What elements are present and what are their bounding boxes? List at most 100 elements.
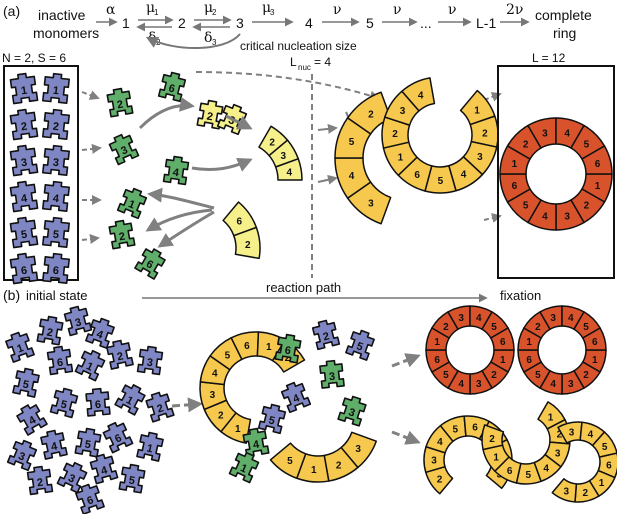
nucleus-piece: 6 — [157, 71, 187, 103]
segment-label: 3 — [550, 313, 556, 324]
monomer-piece: 5 — [49, 387, 79, 419]
segment-label: 1 — [311, 465, 317, 476]
segment-label: 2 — [491, 370, 497, 381]
delta-return-arrow — [145, 33, 241, 50]
segment-label: 3 — [477, 152, 483, 163]
svg-text:1: 1 — [124, 394, 135, 407]
ring-label: ring — [553, 25, 576, 41]
segment-label: 3 — [568, 379, 574, 390]
segment-label: 2 — [557, 429, 563, 440]
segment-label: 3 — [431, 456, 437, 467]
svg-text:1: 1 — [238, 462, 248, 475]
svg-text:5: 5 — [52, 229, 59, 242]
trimer: 234 — [258, 125, 303, 181]
segment-label: 2 — [535, 322, 541, 333]
svg-text:2: 2 — [46, 327, 54, 340]
monomer-piece: 6 — [42, 252, 70, 284]
monomer-piece: 1 — [5, 331, 35, 363]
svg-text:5: 5 — [59, 398, 68, 411]
segment-label: 1 — [266, 342, 272, 353]
segment-label: 1 — [493, 452, 499, 463]
ring-segment — [233, 226, 261, 260]
svg-text:3: 3 — [212, 38, 217, 47]
nucleus-piece: 2 — [106, 87, 134, 118]
monomer-pool-box — [3, 65, 79, 281]
svg-text:3: 3 — [17, 450, 27, 463]
segment-label: 2 — [582, 488, 588, 499]
monomer-piece: 2 — [311, 319, 341, 351]
monomer-piece: 2 — [26, 465, 54, 496]
nucleus-piece: 6 — [134, 248, 166, 280]
svg-text:6: 6 — [144, 258, 155, 271]
svg-text:1: 1 — [154, 8, 159, 17]
svg-text:2: 2 — [322, 330, 331, 343]
state-5: 5 — [366, 15, 374, 31]
ring-segment — [481, 424, 505, 451]
monomer-piece: 4 — [280, 381, 312, 414]
segment-label: 4 — [286, 167, 292, 178]
state-ellipsis: ... — [420, 15, 432, 31]
svg-text:nuc: nuc — [298, 63, 311, 72]
ring-segment — [551, 478, 578, 503]
state-1: 1 — [122, 15, 130, 31]
monomer-piece: 3 — [6, 439, 38, 472]
svg-text:2: 2 — [20, 121, 28, 134]
segment-label: 5 — [349, 137, 355, 148]
segment-label: 3 — [564, 212, 570, 223]
rate-nu-3: ν — [448, 2, 457, 18]
ring-segment — [582, 327, 607, 351]
monomer-piece: 3 — [63, 305, 93, 337]
segment-label: 4 — [550, 379, 556, 390]
svg-text:2: 2 — [116, 350, 124, 363]
svg-text:2: 2 — [206, 111, 214, 124]
segment-label: 1 — [595, 181, 601, 192]
svg-text:4: 4 — [172, 167, 181, 180]
critical-size-label: critical nucleation size — [240, 39, 357, 53]
monomer-piece: 1 — [74, 349, 106, 382]
monomer-piece: 5 — [345, 329, 375, 361]
svg-text:μ: μ — [262, 0, 271, 16]
svg-text:1: 1 — [15, 342, 25, 355]
monomer-piece: 2 — [145, 391, 175, 423]
state-4: 4 — [305, 15, 313, 31]
ring-segment — [274, 158, 303, 181]
segment-label: 6 — [512, 181, 518, 192]
monomer-piece: 6 — [9, 252, 39, 285]
svg-text:6: 6 — [56, 357, 64, 370]
svg-text:4: 4 — [95, 328, 106, 342]
segment-label: 3 — [210, 390, 216, 401]
fixation-label: fixation — [500, 288, 541, 303]
svg-text:3: 3 — [119, 144, 129, 157]
fragment: 62 — [222, 201, 261, 260]
monomer-piece: 5 — [118, 463, 146, 494]
segment-label: 4 — [461, 169, 467, 180]
svg-text:2: 2 — [156, 402, 166, 415]
segment-label: 6 — [606, 461, 612, 472]
nucleus-piece: 1 — [116, 187, 148, 220]
svg-text:L: L — [290, 55, 297, 69]
svg-text:6: 6 — [95, 399, 102, 411]
segment-label: 1 — [474, 106, 480, 117]
segment-label: 5 — [523, 200, 529, 211]
monomer-piece: 6 — [102, 421, 134, 454]
monomer-piece: 2 — [36, 315, 64, 346]
monomer-piece: 4 — [9, 180, 39, 213]
segment-label: 1 — [526, 337, 532, 348]
svg-text:6: 6 — [20, 265, 28, 278]
nucleus-piece: 4 — [242, 427, 270, 458]
rate-delta3: δ 3 — [204, 30, 217, 47]
svg-text:3: 3 — [227, 114, 237, 127]
pool-parameters: N = 2, S = 6 — [2, 51, 66, 65]
svg-text:4: 4 — [252, 438, 261, 451]
panel-a-label: (a) — [3, 3, 20, 19]
segment-label: 6 — [526, 355, 532, 366]
svg-text:4: 4 — [20, 193, 29, 206]
segment-label: 6 — [244, 341, 250, 352]
